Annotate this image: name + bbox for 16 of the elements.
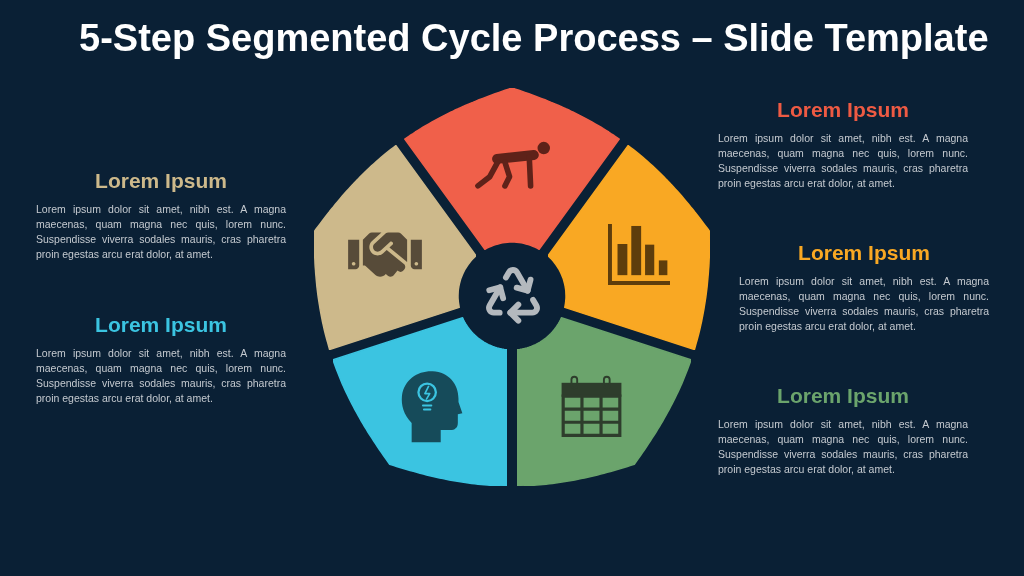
step-heading: Lorem Ipsum [95, 168, 227, 194]
step-description: Lorem ipsum dolor sit amet, nibh est. A magna maecenas, quam magna nec quis, lorem nunc. Suspendisse viverra sodales mauris, cras pharetra proin egestas arcu erat dolor, at amet. [718, 131, 968, 191]
step-heading: Lorem Ipsum [777, 383, 909, 409]
cycle-segment [314, 145, 476, 350]
step-heading: Lorem Ipsum [777, 97, 909, 123]
cycle-segment [404, 88, 620, 250]
step-description: Lorem ipsum dolor sit amet, nibh est. A magna maecenas, quam magna nec quis, lorem nunc. Suspendisse viverra sodales mauris, cras pharetra proin egestas arcu erat dolor, at amet. [36, 346, 286, 406]
step-description: Lorem ipsum dolor sit amet, nibh est. A magna maecenas, quam magna nec quis, lorem nunc. Suspendisse viverra sodales mauris, cras pharetra proin egestas arcu erat dolor, at amet. [718, 417, 968, 477]
slide-title: 5-Step Segmented Cycle Process – Slide Template [79, 16, 989, 61]
cycle-segment [333, 317, 507, 486]
step-description: Lorem ipsum dolor sit amet, nibh est. A magna maecenas, quam magna nec quis, lorem nunc. Suspendisse viverra sodales mauris, cras pharetra proin egestas arcu erat dolor, at amet. [36, 202, 286, 262]
step-heading: Lorem Ipsum [95, 312, 227, 338]
step-heading: Lorem Ipsum [798, 240, 930, 266]
cycle-segment [548, 145, 710, 350]
step-description: Lorem ipsum dolor sit amet, nibh est. A magna maecenas, quam magna nec quis, lorem nunc. Suspendisse viverra sodales mauris, cras pharetra proin egestas arcu erat dolor, at amet. [739, 274, 989, 334]
cycle-segment [517, 317, 691, 486]
